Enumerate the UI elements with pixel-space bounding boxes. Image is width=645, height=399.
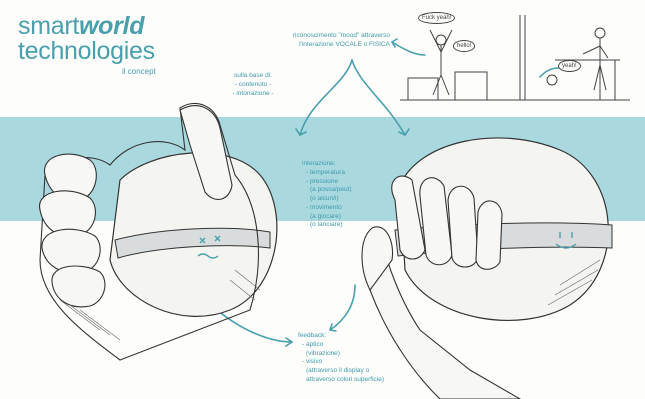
arrow-to-left-sphere — [300, 60, 352, 135]
speech-bubble-1: Fuck yeah! — [418, 12, 455, 24]
room-sketch — [400, 15, 630, 100]
interaction-title: interazione: — [302, 160, 352, 169]
content-line-1: sulla base di: — [218, 72, 288, 81]
mood-note: riconoscimento "mood" attraverso l'inter… — [230, 32, 390, 50]
arrow-feedback-left — [215, 308, 292, 342]
left-hand-sketch — [40, 103, 277, 360]
brand-world: world — [79, 12, 144, 40]
feedback-item: - aptico — [298, 341, 384, 350]
mood-line-1: riconoscimento "mood" attraverso — [230, 32, 390, 41]
feedback-title: feedback: — [298, 332, 384, 341]
arrow-to-right-sphere — [352, 60, 405, 135]
speech-bubble-3: yeah! — [558, 60, 581, 72]
interaction-item: (a giocare) — [302, 213, 352, 222]
feedback-note: feedback: - aptico (vibrazione) - visivo… — [298, 332, 384, 385]
thrown-ball — [547, 75, 557, 85]
brand-technologies: technologies — [18, 39, 156, 64]
arrow-to-figures — [392, 42, 425, 55]
interaction-item: (o alcun/i) — [302, 195, 352, 204]
right-hand-sketch — [362, 138, 612, 399]
interaction-item: (a possa/peut) — [302, 186, 352, 195]
interaction-item: - pressione — [302, 178, 352, 187]
brand-subtitle: il concept — [122, 68, 156, 76]
brand-logo: smartworld technologies il concept — [18, 14, 156, 76]
interaction-item: - temperatura — [302, 169, 352, 178]
content-note: sulla base di: - contenuto - - intonazio… — [218, 72, 288, 98]
feedback-item: - visivo — [298, 358, 384, 367]
interaction-item: - movimento — [302, 204, 352, 213]
brand-smart: smart — [18, 12, 79, 40]
interaction-item: (o lanciare) — [302, 221, 352, 230]
feedback-item: attraverso colori superficie) — [298, 376, 384, 385]
content-line-2: - contenuto - — [218, 81, 288, 90]
mood-line-2: l'interazione VOCALE o FISICA — [230, 41, 390, 50]
feedback-item: (vibrazione) — [298, 350, 384, 359]
interaction-note: interazione: - temperatura - pressione (… — [302, 160, 352, 230]
content-line-3: - intonazione - — [218, 90, 288, 99]
arrow-feedback-right — [330, 285, 355, 330]
feedback-item: (attraverso il display o — [298, 367, 384, 376]
